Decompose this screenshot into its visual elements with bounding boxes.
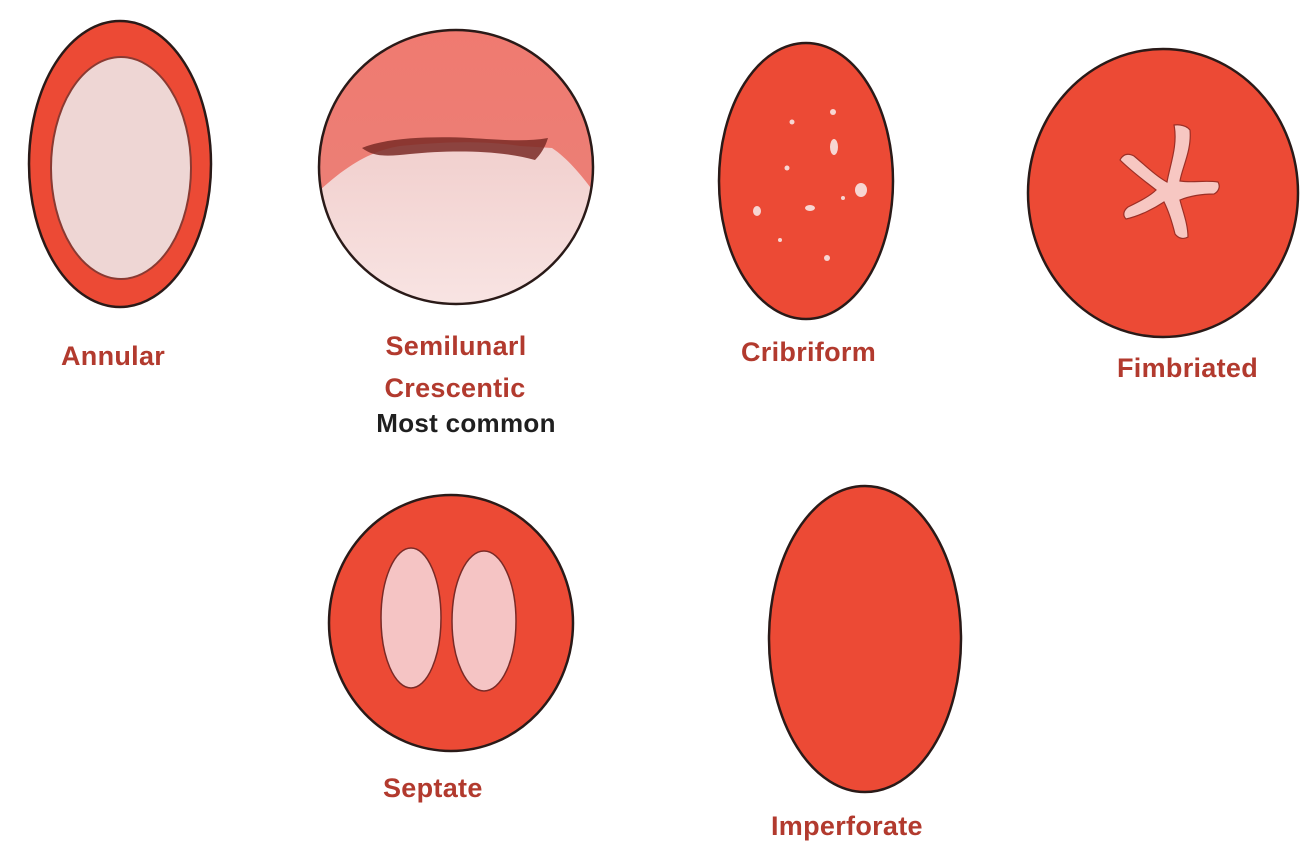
semilunar-label-line1: Semilunarl (385, 331, 526, 362)
fimbriated-label: Fimbriated (1117, 353, 1258, 384)
fimbriated-shape (1028, 49, 1298, 337)
septate-label: Septate (383, 773, 483, 804)
semilunar-shape (310, 20, 610, 320)
cribriform-shape (719, 43, 893, 319)
septate-shape (329, 495, 573, 751)
annular-shape (29, 21, 211, 307)
semilunar-note: Most common (376, 408, 556, 439)
imperforate-label: Imperforate (771, 811, 923, 842)
semilunar-label-line2: Crescentic (384, 373, 525, 404)
imperforate-shape (769, 486, 961, 792)
cribriform-label: Cribriform (741, 337, 876, 368)
annular-label: Annular (61, 341, 165, 372)
